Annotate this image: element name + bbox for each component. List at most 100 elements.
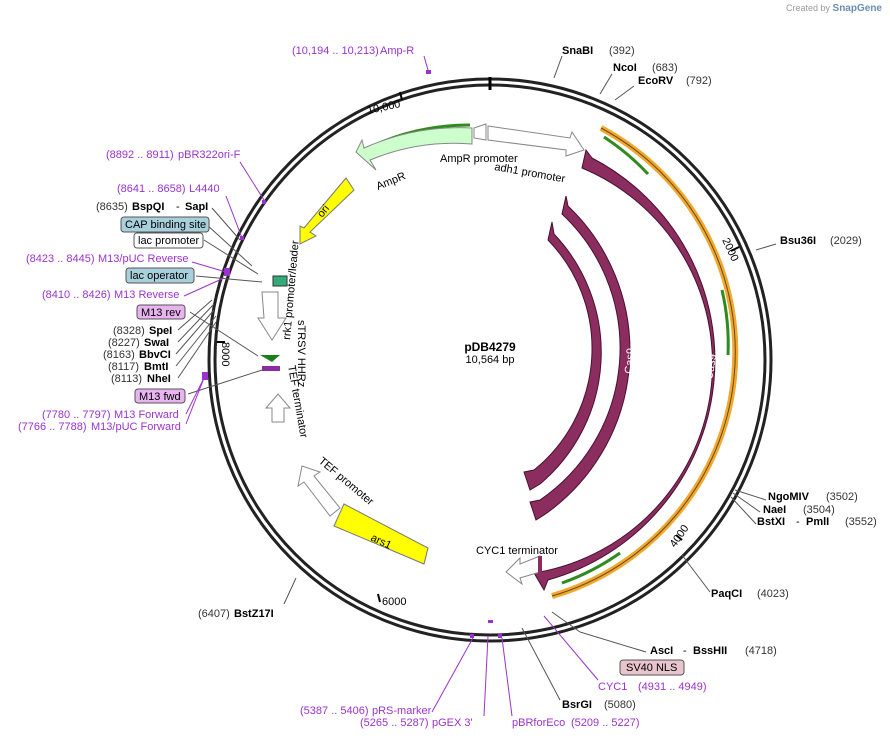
leaders-left	[175, 207, 297, 605]
site-paqci: PaqCI (4023)	[711, 588, 789, 600]
svg-text:BsrGI: BsrGI	[562, 699, 592, 711]
site-naei: NaeI (3504)	[763, 504, 835, 516]
svg-text:(792): (792)	[686, 75, 712, 87]
svg-text:(4931 .. 4949): (4931 .. 4949)	[638, 681, 707, 693]
svg-text:AscI: AscI	[650, 645, 673, 657]
primer-amp-r: (10,194 .. 10,213) Amp-R	[292, 45, 414, 57]
site-asci-bsshii: AscI - BssHII (4718)	[650, 645, 777, 657]
primer-l4440: (8641 .. 8658) L4440	[117, 183, 220, 195]
svg-text:lac promoter: lac promoter	[138, 235, 199, 247]
site-nhei: (8113) NheI	[111, 373, 171, 385]
adh1-promoter-label: adh1 promoter	[493, 161, 566, 185]
site-bbvci: (8163) BbvCI	[103, 349, 171, 361]
ampr-feature	[355, 127, 473, 171]
svg-text:M13 rev: M13 rev	[141, 307, 181, 319]
ampr-promoter-label: AmpR promoter	[440, 153, 518, 165]
label-lac-promoter: lac promoter	[133, 232, 204, 249]
snapgene-credit: Created by SnapGene	[786, 3, 882, 14]
strsv-label: sTRSV HHRz	[295, 320, 307, 387]
svg-text:lac operator: lac operator	[130, 270, 188, 282]
svg-text:SapI: SapI	[185, 201, 208, 213]
svg-text:(3552): (3552)	[845, 516, 877, 528]
site-bsu36i: Bsu36I (2029)	[780, 235, 862, 247]
svg-text:-: -	[176, 201, 180, 213]
svg-text:Bsu36I: Bsu36I	[780, 235, 816, 247]
svg-text:NcoI: NcoI	[613, 62, 637, 74]
site-bstxi-pmli: BstXI - PmlI (3552)	[757, 516, 877, 528]
primer-pgex-3: (5265 .. 5287) pGEX 3'	[360, 717, 473, 729]
site-ecorv: EcoRV (792)	[638, 75, 712, 87]
ampr-label: AmpR	[375, 170, 408, 193]
ars1-feature	[333, 503, 429, 565]
tef-promoter-arrow	[297, 465, 341, 517]
primer-pbrforeco: pBRforEco (5209 .. 5227)	[512, 717, 640, 729]
svg-text:(8423 .. 8445): (8423 .. 8445)	[26, 253, 95, 265]
label-m13-fwd: M13 fwd	[134, 388, 186, 404]
svg-text:6000: 6000	[382, 596, 406, 608]
cyc1-terminator-label: CYC1 terminator	[476, 545, 558, 557]
rrk1-arrow	[257, 291, 287, 341]
primer-m13-forward: (7780 .. 7797) M13 Forward	[42, 409, 179, 421]
green-primer-1	[603, 135, 650, 176]
svg-text:(8892 .. 8911): (8892 .. 8911)	[106, 149, 174, 161]
svg-text:(8641 .. 8658): (8641 .. 8658)	[117, 183, 186, 195]
svg-text:pGEX 3': pGEX 3'	[432, 717, 473, 729]
tick-6000: 6000	[377, 593, 406, 608]
svg-text:(8328): (8328)	[113, 325, 145, 337]
svg-text:(4718): (4718)	[745, 645, 777, 657]
svg-text:(8227): (8227)	[108, 337, 140, 349]
green-primer-2	[720, 289, 730, 356]
svg-text:M13 Reverse: M13 Reverse	[114, 289, 179, 301]
primer-sites	[202, 70, 502, 638]
site-swai: (8227) SwaI	[108, 337, 169, 349]
green-primer-3	[561, 551, 621, 585]
svg-text:Amp-R: Amp-R	[380, 45, 414, 57]
tick-4000: 4000	[668, 523, 692, 550]
svg-text:(7766 .. 7788): (7766 .. 7788)	[18, 421, 87, 433]
green-marker	[260, 355, 280, 362]
svg-text:PaqCI: PaqCI	[711, 588, 742, 600]
svg-text:(7780 .. 7797): (7780 .. 7797)	[42, 409, 111, 421]
svg-text:CYC1: CYC1	[598, 681, 627, 693]
svg-text:10,000: 10,000	[366, 98, 401, 117]
plasmid-length: 10,564 bp	[466, 354, 515, 366]
site-bspqi-sapi: (8635) BspQI - SapI	[96, 201, 208, 213]
svg-text:CAP binding site: CAP binding site	[125, 219, 206, 231]
cyc1-terminator-arrow	[505, 555, 541, 586]
svg-text:(10,194 .. 10,213): (10,194 .. 10,213)	[292, 45, 379, 57]
svg-text:EcoRV: EcoRV	[638, 75, 674, 87]
svg-text:(3504): (3504)	[803, 504, 835, 516]
svg-text:BstZ17I: BstZ17I	[234, 608, 274, 620]
site-spei: (8328) SpeI	[113, 325, 172, 337]
cas9-inner	[523, 221, 602, 491]
svg-text:pBRforEco: pBRforEco	[512, 717, 565, 729]
svg-text:BbvCI: BbvCI	[139, 349, 171, 361]
svg-text:(683): (683)	[652, 62, 678, 74]
ampr-promoter-arrow	[487, 125, 585, 157]
svg-text:BmtI: BmtI	[144, 361, 168, 373]
primer-m13-reverse: (8410 .. 8426) M13 Reverse	[42, 289, 179, 301]
svg-text:4000: 4000	[668, 523, 692, 550]
cas9-label-middle: Cas9	[652, 352, 666, 379]
svg-text:8000: 8000	[219, 342, 231, 366]
cas9-middle	[529, 195, 631, 521]
svg-text:BstXI: BstXI	[757, 516, 785, 528]
purple-marker	[262, 366, 280, 371]
ampr-start	[473, 123, 487, 141]
svg-text:(8410 .. 8426): (8410 .. 8426)	[42, 289, 111, 301]
label-lac-operator: lac operator	[125, 267, 195, 284]
svg-text:(6407): (6407)	[198, 608, 230, 620]
site-ncoi: NcoI (683)	[613, 62, 678, 74]
svg-text:NgoMIV: NgoMIV	[768, 491, 810, 503]
svg-text:BspQI: BspQI	[132, 201, 164, 213]
svg-text:(2029): (2029)	[830, 235, 862, 247]
svg-text:(8117): (8117)	[108, 361, 139, 373]
site-bstz17i: (6407) BstZ17I	[198, 608, 274, 620]
label-cap-binding-site: CAP binding site	[120, 216, 210, 233]
orange-feature-line	[551, 127, 736, 597]
site-snabi: SnaBI (392)	[562, 45, 635, 57]
svg-text:-: -	[683, 645, 687, 657]
site-bmti: (8117) BmtI	[108, 361, 168, 373]
site-ngomiv: NgoMIV (3502)	[768, 491, 858, 503]
primer-cyc1: CYC1 (4931 .. 4949)	[598, 681, 707, 693]
